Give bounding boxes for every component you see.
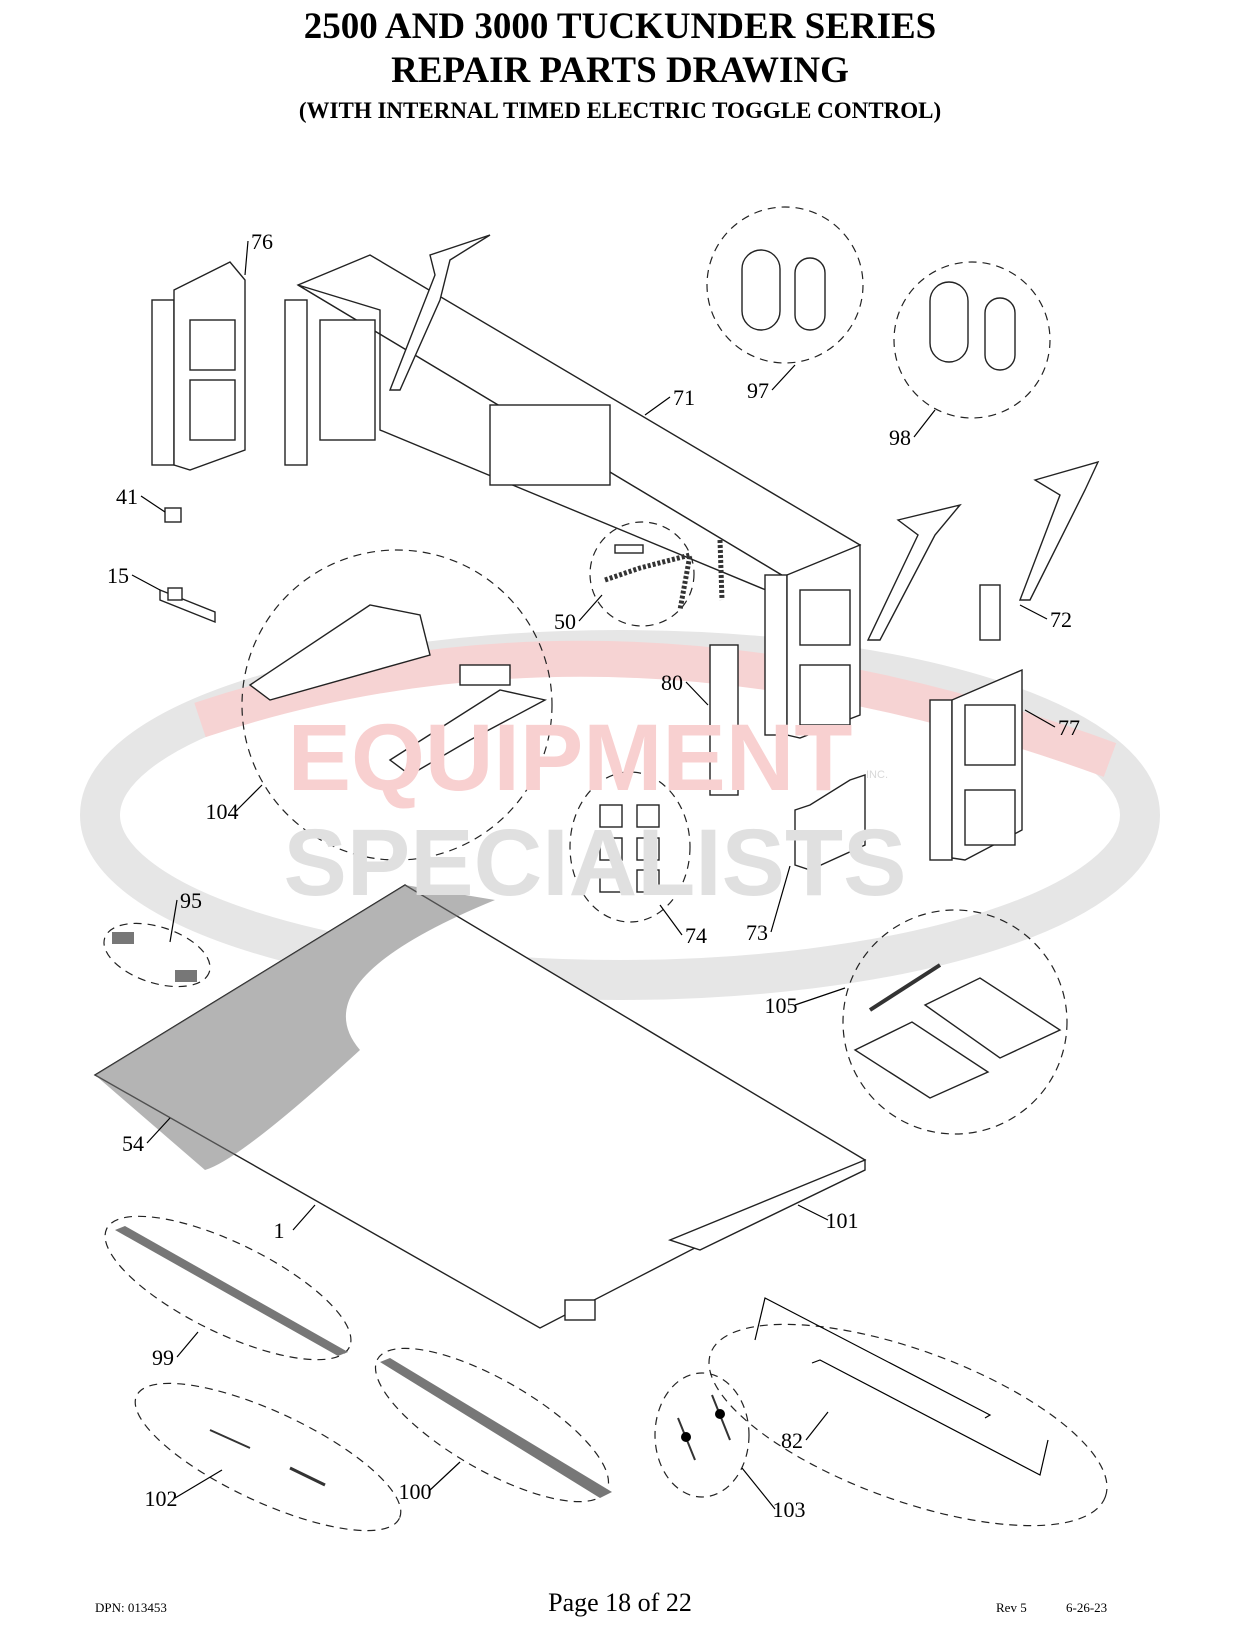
callout-105: 105 bbox=[765, 993, 798, 1018]
callout-50: 50 bbox=[554, 609, 576, 634]
page-title: 2500 AND 3000 TUCKUNDER SERIES bbox=[303, 6, 937, 47]
callout-1: 1 bbox=[274, 1218, 285, 1243]
part-99-panel bbox=[104, 1215, 352, 1361]
leader-arrow bbox=[794, 987, 846, 1006]
callout-54: 54 bbox=[122, 1131, 144, 1156]
part-82-torsion-bars bbox=[708, 1297, 1108, 1527]
callout-98: 98 bbox=[889, 425, 911, 450]
callout-15: 15 bbox=[107, 563, 129, 588]
part-76-side-plate bbox=[151, 261, 246, 471]
leader-arrow bbox=[244, 240, 249, 276]
leader-arrow bbox=[428, 1461, 461, 1492]
part-100-panel bbox=[374, 1347, 612, 1503]
part-74-pads bbox=[569, 771, 691, 923]
part-41-clip bbox=[164, 507, 182, 523]
callout-77: 77 bbox=[1058, 715, 1080, 740]
dpn-number: DPN: 013453 bbox=[95, 1600, 167, 1615]
part-97-light bbox=[706, 206, 864, 364]
leader-arrow bbox=[146, 1117, 171, 1144]
leader-arrow bbox=[805, 1411, 829, 1441]
leader-arrow bbox=[578, 594, 603, 622]
callout-103: 103 bbox=[773, 1497, 806, 1522]
leader-arrow bbox=[659, 904, 683, 936]
part-71-main-frame bbox=[284, 234, 862, 602]
part-73-bracket bbox=[794, 774, 866, 871]
part-102-hardware bbox=[134, 1382, 402, 1532]
part-roadside-frame-end bbox=[764, 503, 962, 739]
leader-arrow bbox=[644, 396, 671, 416]
callout-74: 74 bbox=[685, 923, 707, 948]
page-subtitle: (WITH INTERNAL TIMED ELECTRIC TOGGLE CON… bbox=[298, 98, 942, 123]
callout-99: 99 bbox=[152, 1345, 174, 1370]
callout-82: 82 bbox=[781, 1428, 803, 1453]
leader-arrow bbox=[771, 364, 796, 391]
leader-arrow bbox=[741, 1467, 776, 1510]
part-104-arms bbox=[241, 549, 553, 861]
callout-100: 100 bbox=[399, 1479, 432, 1504]
part-50-chain bbox=[589, 521, 725, 627]
watermark-line1: EQUIPMENT bbox=[288, 705, 853, 811]
callout-41: 41 bbox=[116, 484, 138, 509]
callout-97: 97 bbox=[747, 378, 769, 403]
part-72-bracket bbox=[979, 460, 1100, 641]
callout-102: 102 bbox=[145, 1486, 178, 1511]
leader-arrow bbox=[1024, 709, 1056, 728]
watermark-suffix: INC. bbox=[866, 769, 888, 781]
leader-arrow bbox=[174, 1469, 223, 1499]
leader-arrow bbox=[770, 865, 791, 933]
page-number: Page 18 of 22 bbox=[548, 1588, 692, 1617]
leader-arrow bbox=[140, 495, 166, 513]
leader-arrow bbox=[176, 1331, 199, 1358]
callout-80: 80 bbox=[661, 670, 683, 695]
callout-layer: 76 71 97 98 41 15 50 72 80 77 104 73 95 74 105 54 101 1 99… bbox=[107, 229, 1080, 1522]
part-95-pedals bbox=[103, 922, 211, 988]
callout-101: 101 bbox=[826, 1208, 859, 1233]
callout-71: 71 bbox=[673, 385, 695, 410]
page-title-line2: REPAIR PARTS DRAWING bbox=[391, 50, 849, 91]
leader-arrow bbox=[913, 409, 936, 438]
callout-76: 76 bbox=[251, 229, 273, 254]
leader-arrow bbox=[235, 784, 263, 812]
part-98-light bbox=[893, 261, 1051, 419]
leader-arrow bbox=[1019, 604, 1048, 620]
leader-arrow bbox=[292, 1204, 316, 1231]
part-103-pins bbox=[654, 1372, 750, 1498]
leader-arrow bbox=[169, 899, 178, 943]
leader-arrow bbox=[131, 574, 161, 591]
watermark-logo: EQUIPMENT SPECIALISTS INC. bbox=[284, 705, 907, 916]
leader-arrow bbox=[685, 681, 709, 706]
part-80-spacer bbox=[709, 644, 739, 796]
revision-date: 6-26-23 bbox=[1066, 1600, 1108, 1615]
watermark-line2: SPECIALISTS bbox=[284, 810, 907, 916]
part-105-kit bbox=[842, 909, 1068, 1135]
part-77-side-plate bbox=[929, 668, 1023, 861]
callout-72: 72 bbox=[1050, 607, 1072, 632]
callout-73: 73 bbox=[746, 920, 768, 945]
callout-95: 95 bbox=[180, 888, 202, 913]
leader-arrow bbox=[797, 1204, 829, 1221]
part-1-platform bbox=[93, 884, 867, 1329]
part-15-switch bbox=[159, 587, 216, 624]
callout-104: 104 bbox=[206, 799, 239, 824]
revision: Rev 5 bbox=[996, 1600, 1027, 1615]
